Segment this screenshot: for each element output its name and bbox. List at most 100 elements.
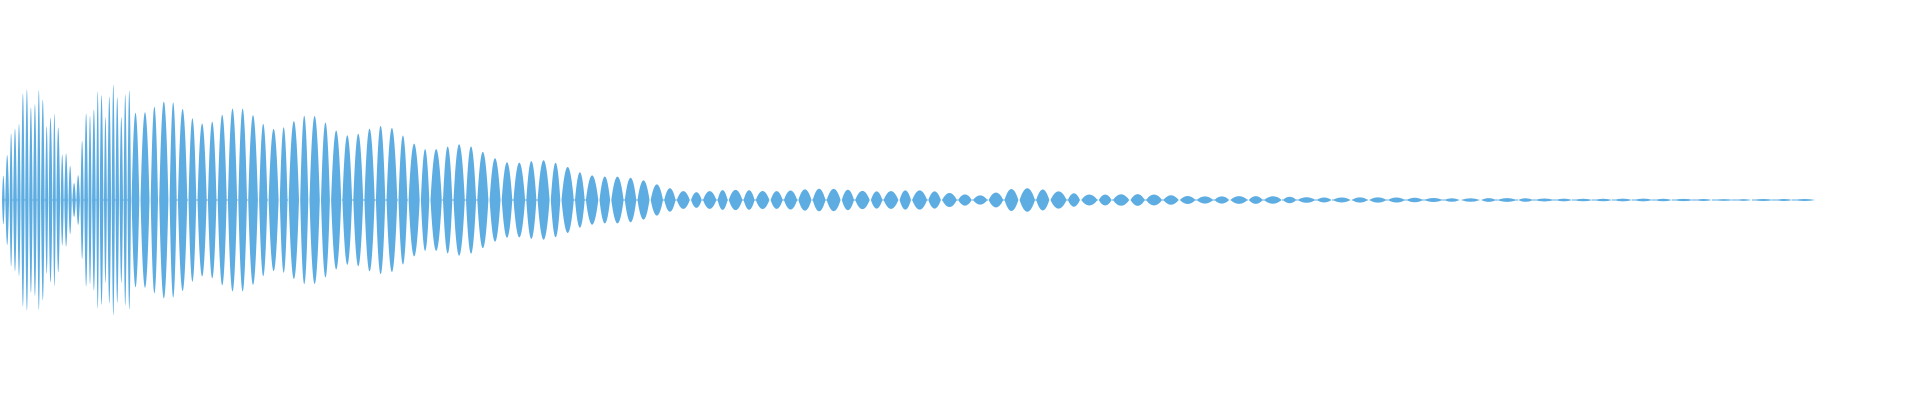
waveform-pulse (599, 176, 611, 224)
waveform-pulse (56, 127, 61, 273)
waveform-pulse (1282, 196, 1297, 204)
waveform-pulse (1163, 195, 1179, 205)
waveform-pulse (1735, 199, 1752, 201)
waveform-pulse (1146, 194, 1163, 206)
waveform-pulse (1481, 198, 1497, 202)
waveform-pulse (217, 114, 227, 286)
waveform-pulse (1067, 193, 1080, 207)
waveform-pulse (1369, 197, 1387, 203)
waveform-pulse (111, 84, 115, 316)
waveform-pulse (248, 115, 258, 285)
waveform-pulse (80, 140, 84, 260)
waveform-pulse (870, 191, 883, 209)
waveform-pulse (988, 192, 1004, 208)
waveform-pulse (717, 190, 728, 210)
waveform-pulse (177, 109, 188, 291)
waveform-pulse (1406, 197, 1424, 203)
waveform-pulse (1518, 198, 1534, 202)
waveform-pulse (238, 108, 247, 292)
waveform-pulse (928, 191, 941, 209)
waveform-pulse (41, 99, 45, 301)
waveform-pulse (1230, 196, 1248, 204)
waveform-pulse (96, 91, 100, 309)
waveform-pulse (703, 191, 717, 209)
waveform-pulse (1793, 199, 1816, 201)
waveform-pulse (430, 149, 442, 251)
waveform-peaks (2, 84, 1816, 316)
waveform-pulse (611, 176, 624, 224)
waveform-pulse (743, 190, 755, 210)
waveform-pulse (115, 97, 119, 303)
waveform-pulse (398, 135, 408, 265)
waveform-pulse (1443, 198, 1460, 202)
waveform-pulse (309, 116, 320, 284)
waveform-pulse (1196, 196, 1214, 204)
waveform-pulse (958, 194, 972, 206)
waveform-pulse (812, 188, 826, 212)
waveform-pulse (288, 120, 299, 280)
waveform-pulse (1036, 189, 1050, 211)
waveform-pulse (9, 133, 13, 267)
waveform-pulse (76, 175, 80, 225)
waveform-pulse (489, 158, 501, 242)
waveform-pulse (72, 183, 76, 217)
waveform-pulse (728, 189, 743, 211)
waveform-pulse (188, 118, 197, 282)
waveform-pulse (1112, 194, 1130, 206)
waveform-pulse (1673, 198, 1694, 202)
waveform-pulse (268, 128, 279, 272)
waveform-pulse (550, 162, 561, 238)
waveform-pulse (1594, 198, 1613, 202)
waveform-pulse (942, 192, 957, 208)
waveform-pulse (342, 135, 353, 265)
waveform-pulse (1297, 197, 1316, 203)
waveform-pulse (912, 190, 928, 210)
waveform-pulse (197, 123, 207, 277)
waveform-pulse (279, 127, 288, 273)
waveform-pulse (408, 143, 420, 257)
waveform-pulse (1775, 199, 1793, 201)
waveform-pulse (88, 115, 92, 285)
waveform-pulse (107, 96, 112, 304)
waveform-pulse (1461, 198, 1481, 202)
waveform-pulse (2, 175, 5, 225)
waveform-pulse (29, 107, 33, 293)
waveform-pulse (17, 123, 21, 277)
waveform-pulse (1387, 197, 1406, 203)
waveform-pulse (453, 144, 465, 256)
waveform-pulse (1555, 198, 1573, 202)
waveform-pulse (131, 112, 140, 288)
waveform-pulse (1019, 188, 1035, 212)
waveform-pulse (1695, 199, 1712, 201)
waveform-pulse (140, 112, 150, 288)
waveform-pulse (150, 106, 158, 294)
waveform-pulse (624, 177, 637, 223)
waveform-pulse (25, 89, 29, 311)
waveform-pulse (37, 90, 41, 310)
waveform-pulse (1316, 197, 1332, 203)
waveform-pulse (1004, 189, 1019, 211)
waveform-pulse (691, 192, 702, 208)
waveform-pulse (1613, 198, 1633, 202)
waveform-pulse (1050, 191, 1067, 209)
waveform-pulse (259, 123, 268, 277)
waveform-pulse (1130, 194, 1145, 206)
waveform-pulse (1752, 199, 1774, 201)
waveform-pulse (585, 175, 599, 225)
waveform-pulse (5, 155, 9, 245)
waveform-pulse (1214, 196, 1230, 204)
waveform-pulse (783, 190, 798, 210)
waveform-pulse (53, 114, 56, 286)
waveform-pulse (477, 151, 489, 249)
waveform-pulse (1351, 197, 1368, 203)
waveform-pulse (1633, 198, 1654, 202)
waveform-pulse (207, 121, 217, 279)
waveform-pulse (466, 146, 477, 254)
waveform-pulse (420, 149, 430, 251)
waveform-pulse (561, 167, 574, 233)
waveform-pulse (537, 160, 550, 240)
waveform-pulse (227, 108, 238, 292)
waveform-pulse (169, 102, 177, 298)
waveform-pulse (770, 191, 783, 209)
